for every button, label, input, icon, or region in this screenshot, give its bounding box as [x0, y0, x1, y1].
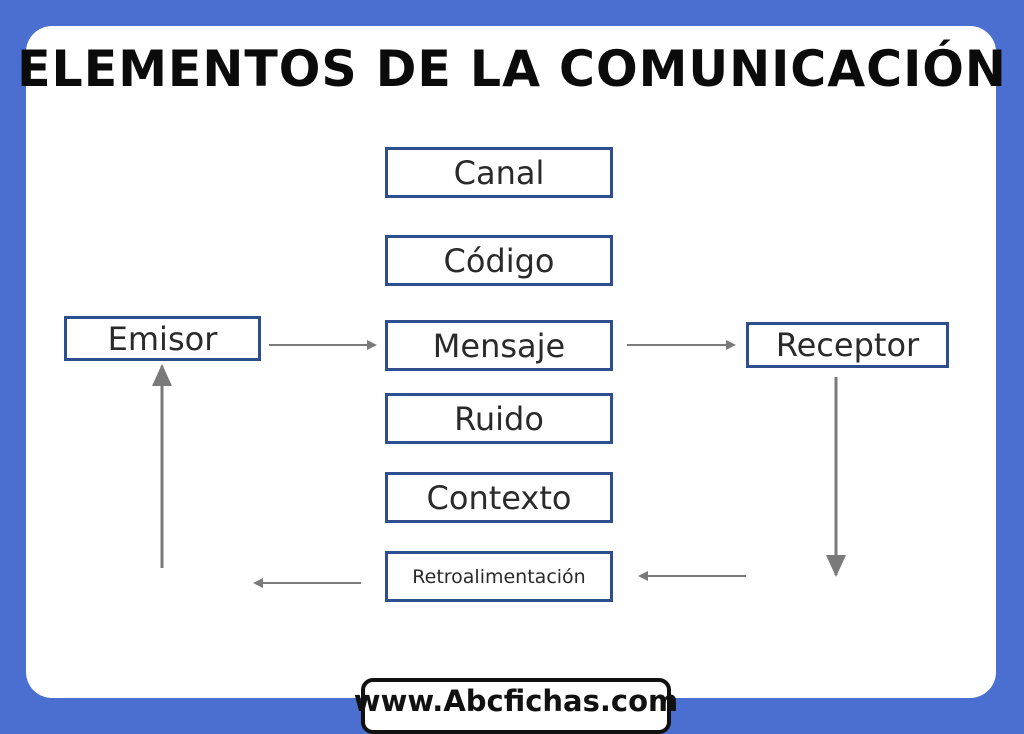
node-mensaje-label: Mensaje [432, 326, 566, 365]
node-contexto: Contexto [385, 472, 613, 523]
node-canal: Canal [385, 147, 613, 198]
node-emisor-label: Emisor [107, 319, 218, 358]
page-title: ELEMENTOS DE LA COMUNICACIÓN [17, 40, 1007, 98]
node-codigo: Código [385, 235, 613, 286]
website-url: www.Abcfichas.com [353, 684, 679, 718]
node-emisor: Emisor [64, 316, 261, 361]
node-mensaje: Mensaje [385, 320, 613, 371]
node-codigo-label: Código [443, 241, 555, 280]
node-ruido-label: Ruido [454, 399, 544, 438]
website-footer: www.Abcfichas.com [354, 678, 678, 734]
node-receptor: Receptor [746, 322, 949, 368]
node-ruido: Ruido [385, 393, 613, 444]
node-retroalimentacion-label: Retroalimentación [412, 565, 586, 588]
node-canal-label: Canal [453, 153, 545, 192]
node-contexto-label: Contexto [426, 478, 572, 517]
node-retroalimentacion: Retroalimentación [385, 551, 613, 602]
node-receptor-label: Receptor [775, 326, 920, 364]
